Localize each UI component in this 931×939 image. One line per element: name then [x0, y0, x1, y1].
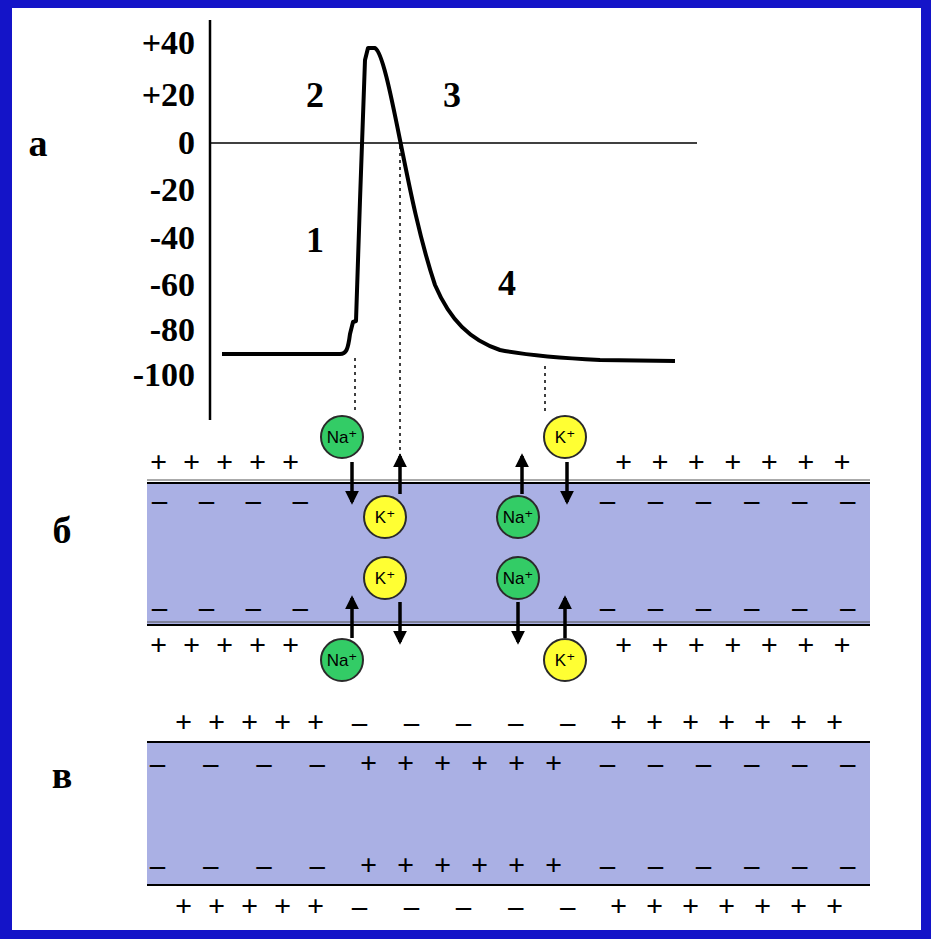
action-potential-curve [222, 48, 675, 361]
axis-tick-label: -60 [150, 268, 195, 302]
charge-signs: +++++ [175, 707, 340, 737]
ion-label: K⁺ [555, 429, 575, 446]
charge-signs: +++++++ [615, 447, 870, 477]
charge-signs: – – – – – – [600, 485, 868, 515]
charge-signs: – – – – – – [600, 748, 868, 778]
charge-signs: +++++++ [610, 891, 862, 921]
membrane-line [147, 482, 870, 484]
ion-flow-arrows [352, 456, 567, 642]
panel-letter: в [52, 756, 73, 794]
charge-signs: +++++ [175, 891, 340, 921]
callout-number: 3 [443, 77, 461, 113]
ion-circle: Na⁺ [320, 415, 364, 459]
axis-tick-label: +20 [142, 78, 195, 112]
ion-label: K⁺ [375, 509, 395, 526]
ion-label: K⁺ [555, 652, 575, 669]
charge-signs: – – – – – – [600, 850, 868, 880]
callout-number: 1 [306, 222, 324, 258]
axis-tick-label: 0 [178, 126, 195, 160]
membrane-line [147, 480, 870, 481]
zero-line [210, 142, 697, 144]
axis-tick-label: -20 [150, 173, 195, 207]
callout-number: 2 [306, 77, 324, 113]
membrane-line [147, 741, 870, 743]
membrane-line [147, 624, 870, 626]
ion-circle: Na⁺ [496, 556, 540, 600]
charge-signs: – – – – [152, 485, 320, 515]
charge-signs: +++++ [150, 447, 315, 477]
axis-tick-label: +40 [142, 26, 195, 60]
ion-circle: K⁺ [363, 495, 407, 539]
charge-signs: ++++++ [360, 850, 582, 880]
panel-letter: а [29, 124, 48, 162]
leader-lines [355, 146, 545, 458]
membrane-band [147, 483, 870, 625]
ion-circle: Na⁺ [320, 638, 364, 682]
ion-label: K⁺ [375, 570, 395, 587]
axis-tick-label: -100 [133, 358, 195, 392]
ion-circle: K⁺ [543, 415, 587, 459]
ion-label: Na⁺ [327, 652, 358, 669]
charge-signs: +++++++ [610, 707, 862, 737]
membrane-line [147, 884, 870, 886]
ion-label: Na⁺ [327, 429, 358, 446]
charge-signs: +++++ [150, 630, 315, 660]
ion-circle: K⁺ [363, 556, 407, 600]
callout-number: 4 [498, 265, 516, 301]
axis-tick-label: -80 [150, 313, 195, 347]
ion-circle: Na⁺ [496, 495, 540, 539]
charge-signs: – – – – [152, 592, 320, 622]
ion-label: Na⁺ [503, 509, 534, 526]
charge-signs: – – – – – [352, 707, 590, 737]
ion-label: Na⁺ [503, 570, 534, 587]
background [12, 8, 921, 930]
charge-signs: – – – – – [352, 891, 590, 921]
charge-signs: – – – – [150, 748, 340, 778]
charge-signs: +++++++ [615, 630, 870, 660]
axis-tick-label: -40 [150, 221, 195, 255]
ion-circle: K⁺ [543, 638, 587, 682]
panel-letter: б [53, 511, 72, 549]
y-axis [209, 20, 212, 420]
charge-signs: – – – – – – [600, 592, 868, 622]
membrane-band [147, 742, 870, 885]
charge-signs: – – – – [150, 850, 340, 880]
charge-signs: ++++++ [360, 748, 582, 778]
